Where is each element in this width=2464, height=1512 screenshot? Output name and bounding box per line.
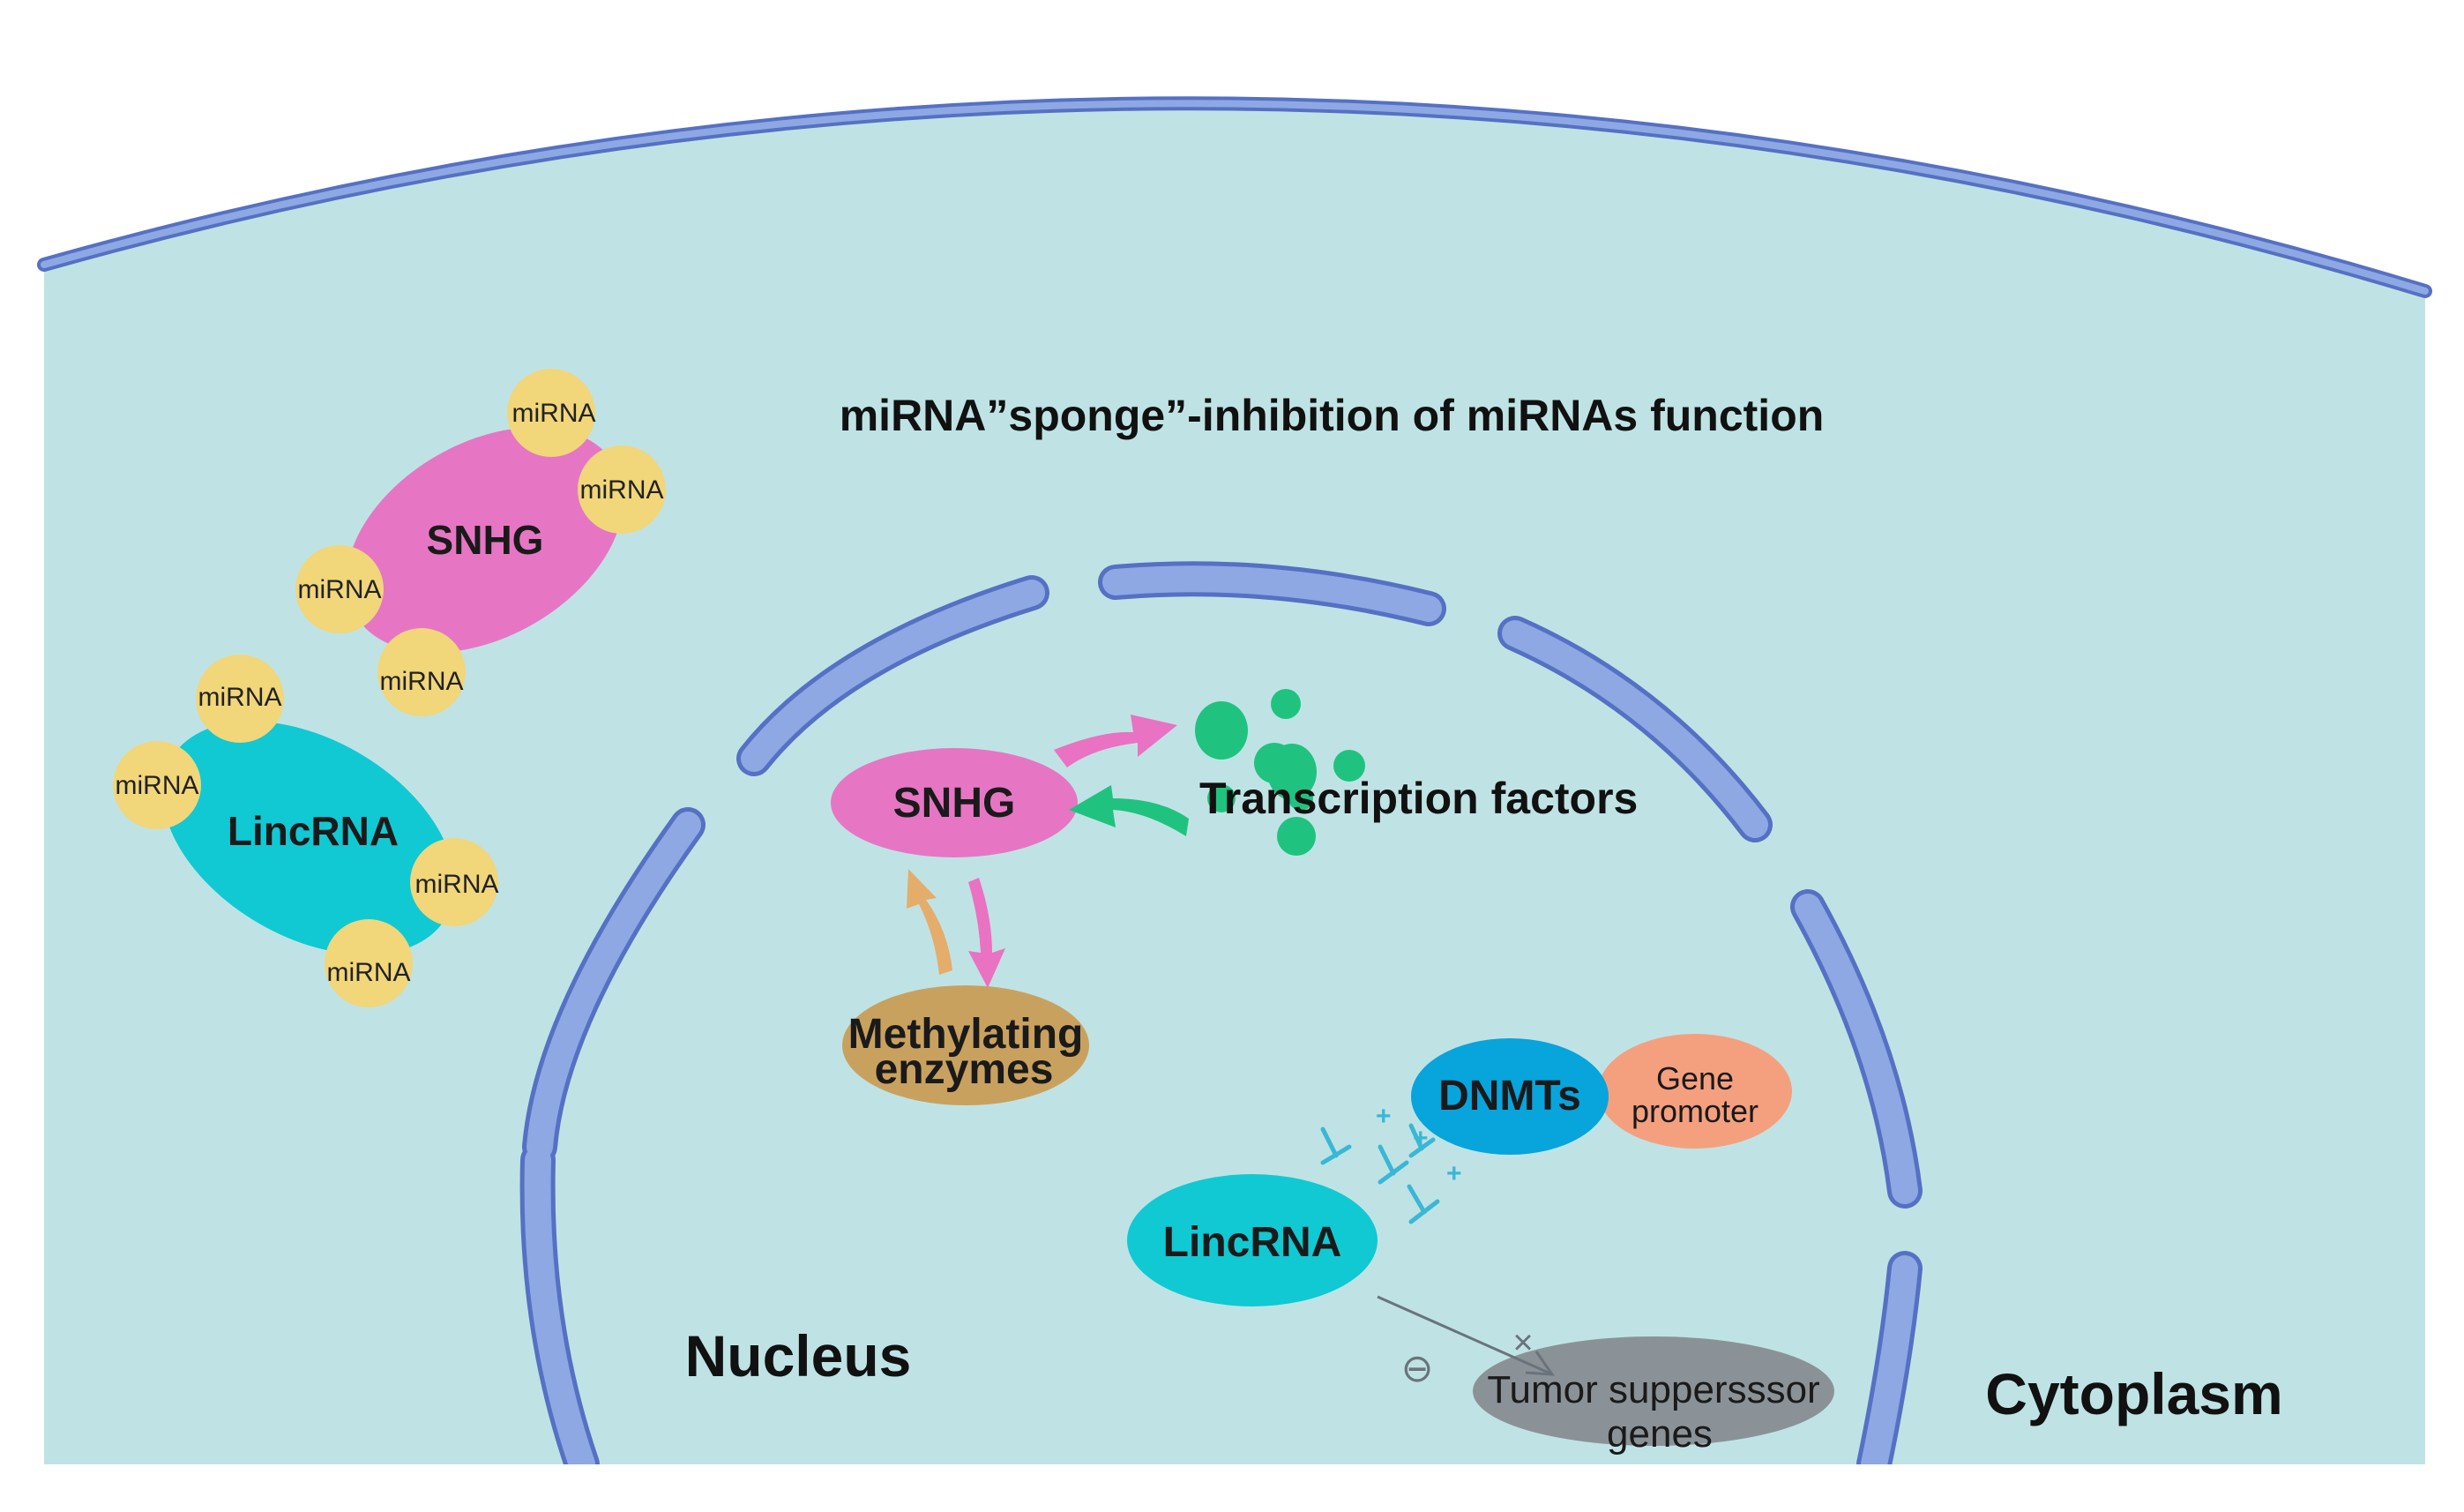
cell-membrane-inner	[41, 100, 2429, 295]
snhg-sponge: SNHG miRNA miRNA miRNA miRNA	[295, 369, 666, 716]
inhibit-symbol: ⊖	[1401, 1347, 1434, 1390]
plus-sign: +	[1413, 1124, 1429, 1153]
methylating-label-2: enzymes	[875, 1046, 1054, 1093]
snhg-sponge-body	[346, 427, 624, 653]
mirna-label: miRNA	[512, 399, 596, 428]
methylating-label-1: Methylating	[848, 1011, 1084, 1058]
transcription-factor-dots	[1195, 689, 1365, 856]
lincrna-mirna-2: miRNA	[113, 741, 201, 829]
block-symbol: ×	[1512, 1323, 1533, 1362]
lincrna-mirna-4: miRNA	[325, 919, 413, 1007]
transcription-factors-label: Transcription factors	[1199, 774, 1638, 823]
plus-signs: + + +	[1376, 1102, 1462, 1188]
plus-sign: +	[1446, 1159, 1462, 1188]
lincrna-mirna-3: miRNA	[410, 838, 499, 926]
tumor-label-2: genes	[1607, 1412, 1713, 1456]
arrow-snhg-to-tf	[1054, 715, 1177, 767]
mirna-label: miRNA	[580, 475, 664, 505]
tumor-label-1: Tumor suppersssor	[1487, 1368, 1819, 1411]
diagram-title: miRNA”sponge”-inhibition of miRNAs funct…	[840, 391, 1825, 440]
snhg-mirna-3: miRNA	[295, 545, 384, 633]
cytoplasm-area	[44, 103, 2425, 1464]
mirna-label: miRNA	[198, 683, 282, 712]
gene-promoter-label-2: promoter	[1631, 1093, 1758, 1129]
snhg-mirna-2: miRNA	[578, 445, 666, 534]
mirna-label: miRNA	[327, 958, 411, 987]
mirna-label: miRNA	[298, 575, 382, 604]
activation-signals	[1320, 1123, 1440, 1224]
gene-promoter-label-1: Gene	[1656, 1060, 1734, 1097]
lincrna-sponge: LincRNA miRNA miRNA miRNA miRNA	[113, 655, 499, 1007]
methylating-enzymes: Methylating enzymes	[842, 985, 1089, 1105]
plus-sign: +	[1376, 1102, 1392, 1131]
nuclear-lincrna-label: LincRNA	[1163, 1219, 1342, 1266]
nucleus-label: Nucleus	[685, 1323, 912, 1388]
mirna-label: miRNA	[380, 667, 464, 696]
snhg-mirna-4: miRNA	[377, 628, 466, 716]
gene-promoter: Gene promoter	[1598, 1034, 1792, 1149]
mirna-label: miRNA	[415, 870, 499, 899]
dnmts: DNMTs	[1411, 1038, 1609, 1155]
inhibition-arrow	[1377, 1295, 1556, 1376]
snhg-mirna-1: miRNA	[507, 369, 596, 457]
arrow-tf-to-snhg	[1069, 785, 1189, 836]
arrow-snhg-to-methylating	[968, 878, 1005, 988]
lincrna-sponge-body	[162, 721, 455, 955]
nuclear-snhg: SNHG	[831, 748, 1078, 857]
nuclear-envelope	[519, 561, 1923, 1464]
nuclear-lincrna: LincRNA	[1127, 1174, 1378, 1306]
dnmts-label: DNMTs	[1438, 1073, 1581, 1119]
lincrna-sponge-label: LincRNA	[228, 808, 399, 854]
nuclear-snhg-label: SNHG	[893, 780, 1016, 827]
snhg-sponge-label: SNHG	[427, 517, 544, 563]
arrow-methylating-to-snhg	[907, 869, 952, 975]
mirna-label: miRNA	[116, 771, 199, 800]
tumor-suppressor-genes: Tumor suppersssor genes	[1473, 1336, 1834, 1456]
cytoplasm-label: Cytoplasm	[1985, 1361, 2282, 1426]
lincrna-mirna-1: miRNA	[196, 655, 284, 743]
